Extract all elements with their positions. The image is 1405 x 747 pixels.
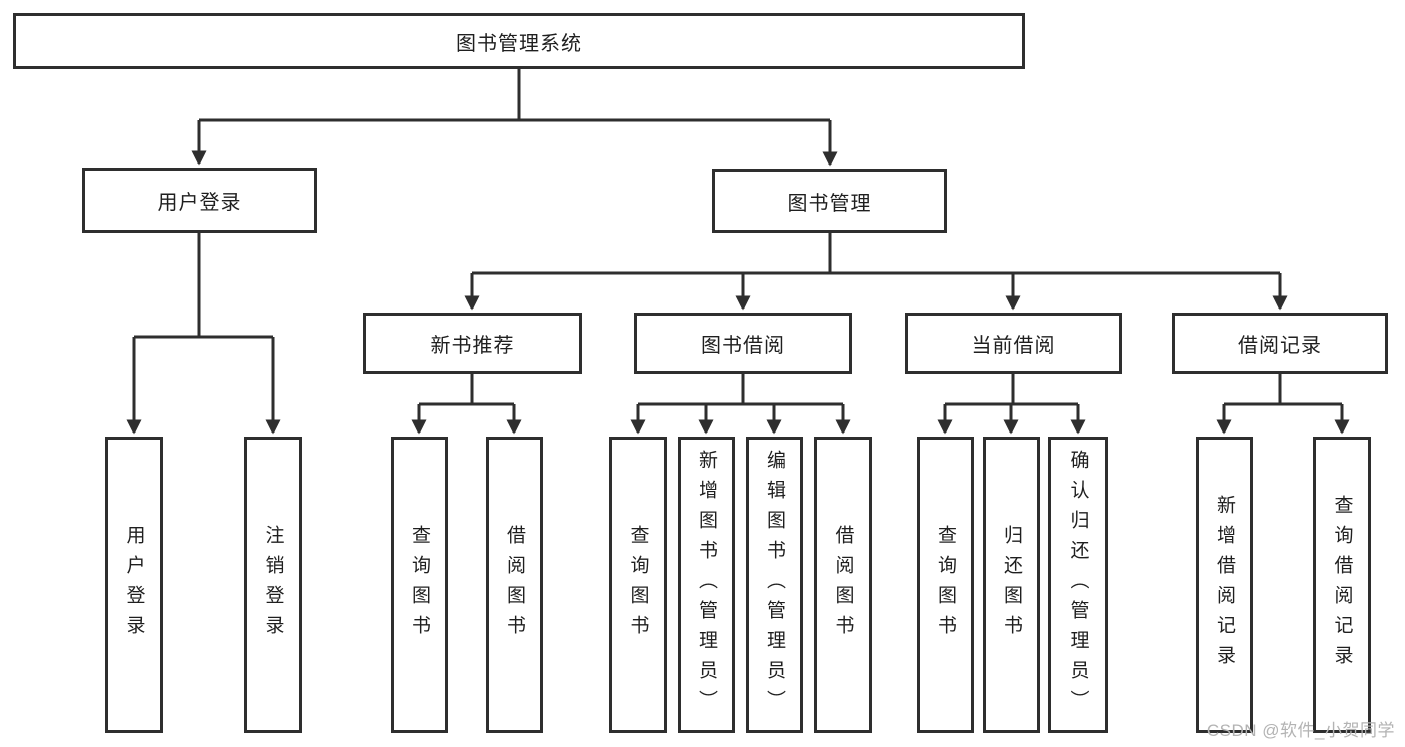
node-label: 归还图书 bbox=[1001, 525, 1022, 645]
node-book-management: 图书管理 bbox=[712, 169, 947, 233]
node-leaf-query-books-3: 查询图书 bbox=[917, 437, 974, 733]
node-leaf-borrow-books-2: 借阅图书 bbox=[814, 437, 872, 733]
node-leaf-edit-books-admin: 编辑图书（管理员） bbox=[746, 437, 803, 733]
node-book-borrow: 图书借阅 bbox=[634, 313, 852, 374]
node-user-login: 用户登录 bbox=[82, 168, 317, 233]
node-borrow-records: 借阅记录 bbox=[1172, 313, 1388, 374]
node-label: 查询借阅记录 bbox=[1331, 495, 1353, 675]
node-leaf-logout: 注销登录 bbox=[244, 437, 302, 733]
node-current-borrow: 当前借阅 bbox=[905, 313, 1122, 374]
node-label: 编辑图书（管理员） bbox=[764, 450, 785, 720]
node-label: 借阅图书 bbox=[504, 525, 525, 645]
node-leaf-add-borrow-record: 新增借阅记录 bbox=[1196, 437, 1253, 733]
node-label: 借阅图书 bbox=[832, 525, 854, 645]
csdn-watermark: CSDN @软件_小贺同学 bbox=[1206, 721, 1395, 740]
node-leaf-return-books: 归还图书 bbox=[983, 437, 1040, 733]
node-label: 新书推荐 bbox=[430, 335, 515, 357]
node-label: 借阅记录 bbox=[1238, 335, 1322, 357]
node-label: 新增借阅记录 bbox=[1214, 495, 1235, 675]
node-leaf-add-books-admin: 新增图书（管理员） bbox=[678, 437, 735, 733]
node-new-book-recommend: 新书推荐 bbox=[363, 313, 582, 374]
node-label: 用户登录 bbox=[157, 192, 242, 214]
node-label: 注销登录 bbox=[262, 525, 284, 645]
node-label: 当前借阅 bbox=[971, 335, 1056, 357]
node-label: 新增图书（管理员） bbox=[696, 450, 717, 720]
node-leaf-user-login: 用户登录 bbox=[105, 437, 163, 733]
node-leaf-query-books-2: 查询图书 bbox=[609, 437, 667, 733]
node-leaf-borrow-books-1: 借阅图书 bbox=[486, 437, 543, 733]
node-label: 图书管理系统 bbox=[456, 32, 582, 55]
node-leaf-query-books-1: 查询图书 bbox=[391, 437, 448, 733]
node-leaf-query-borrow-record: 查询借阅记录 bbox=[1313, 437, 1371, 733]
node-library-management-system: 图书管理系统 bbox=[13, 13, 1025, 69]
node-label: 图书借阅 bbox=[701, 335, 785, 357]
node-label: 图书管理 bbox=[787, 192, 872, 215]
node-label: 用户登录 bbox=[123, 525, 145, 645]
node-label: 确认归还（管理员） bbox=[1067, 450, 1089, 720]
node-leaf-confirm-return-admin: 确认归还（管理员） bbox=[1048, 437, 1108, 733]
node-label: 查询图书 bbox=[627, 525, 649, 645]
node-label: 查询图书 bbox=[409, 525, 430, 645]
node-label: 查询图书 bbox=[935, 525, 956, 645]
